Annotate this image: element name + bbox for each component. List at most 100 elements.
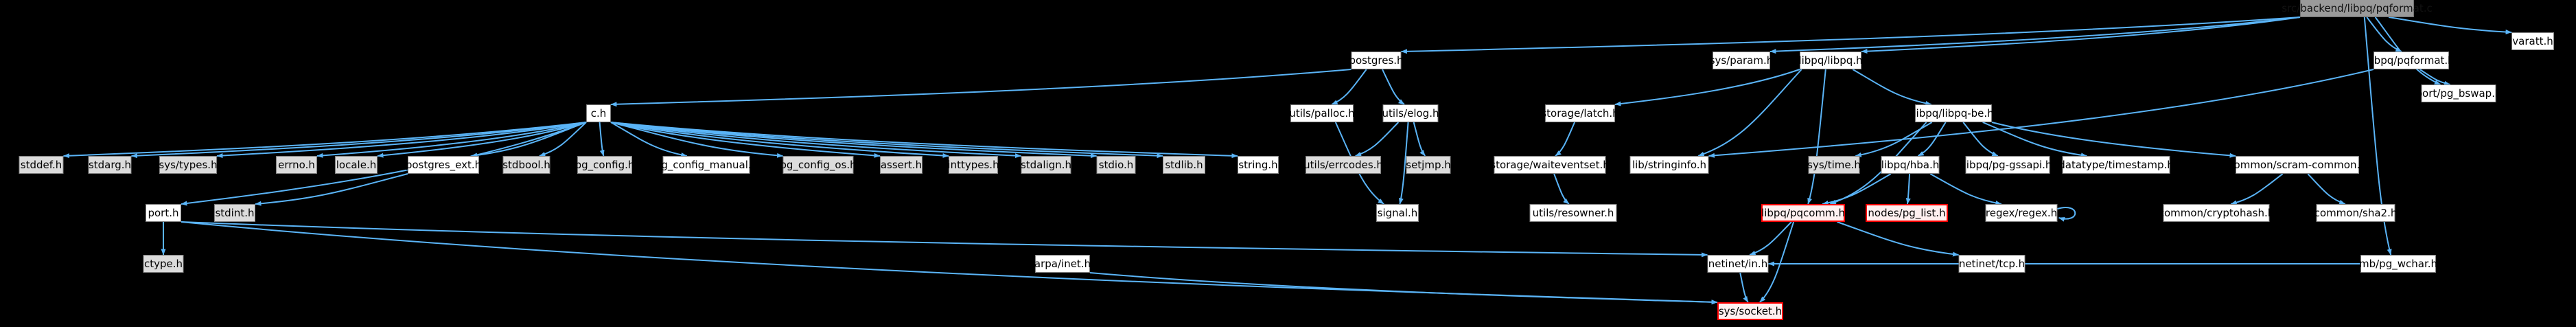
graph-edge xyxy=(610,122,949,158)
graph-node-nodes-pg-list-h[interactable]: nodes/pg_list.h xyxy=(1866,204,1948,222)
graph-edge xyxy=(2057,207,2076,222)
graph-node-stdalign-h[interactable]: stdalign.h xyxy=(1021,156,1071,174)
graph-node-libpq-libpq-h[interactable]: libpq/libpq.h xyxy=(1798,52,1863,69)
graph-edge xyxy=(2366,16,2402,52)
graph-node-root[interactable]: src/backend/libpq/pqformat.c xyxy=(2282,0,2433,17)
graph-edge xyxy=(1614,69,1800,106)
graph-edge xyxy=(1749,221,1792,256)
graph-node-utils-elog-h[interactable]: utils/elog.h xyxy=(1382,104,1439,122)
graph-node-label: stdlib.h xyxy=(1165,158,1203,171)
graph-edge xyxy=(1553,173,1570,205)
graph-node-label: common/sha2.h xyxy=(2314,206,2398,219)
graph-node-label: stdbool.h xyxy=(502,158,550,171)
graph-node-errno-h[interactable]: errno.h xyxy=(276,156,317,174)
graph-node-label: libpq/pqformat.h xyxy=(2368,54,2455,67)
graph-edge xyxy=(1962,122,1999,157)
graph-node-utils-palloc-h[interactable]: utils/palloc.h xyxy=(1289,104,1355,122)
graph-node-netinet-tcp-h[interactable]: netinet/tcp.h xyxy=(1958,255,2026,273)
graph-edge xyxy=(1855,122,1933,157)
graph-node-libpq-be-h[interactable]: libpq/libpq-be.h xyxy=(1913,104,1994,122)
graph-node-pg-config-manual-h[interactable]: pg_config_manual.h xyxy=(655,156,758,174)
graph-node-inttypes-h[interactable]: inttypes.h xyxy=(947,156,999,174)
graph-edge xyxy=(1398,122,1409,205)
graph-node-signal-h[interactable]: signal.h xyxy=(1376,204,1419,222)
graph-node-libpq-pg-gssapi-h[interactable]: libpq/pg-gssapi.h xyxy=(1964,156,2052,174)
graph-node-label: utils/resowner.h xyxy=(1532,206,1614,219)
graph-edge xyxy=(1708,69,2374,158)
graph-node-mb-pg-wchar-h[interactable]: mb/pg_wchar.h xyxy=(2359,255,2437,273)
graph-node-postgres-h[interactable]: postgres.h xyxy=(1349,52,1404,69)
graph-node-storage-latch-h[interactable]: storage/latch.h xyxy=(1541,104,1619,122)
graph-node-stdio-h[interactable]: stdio.h xyxy=(1096,156,1136,174)
graph-node-sys-param-h[interactable]: sys/param.h xyxy=(1710,52,1773,69)
graph-node-utils-resowner-h[interactable]: utils/resowner.h xyxy=(1529,204,1617,222)
graph-node-label: stdio.h xyxy=(1098,158,1134,171)
graph-node-ctype-h[interactable]: ctype.h xyxy=(143,255,184,273)
graph-node-stdint-h[interactable]: stdint.h xyxy=(214,204,255,222)
graph-node-label: libpq/hba.h xyxy=(1881,158,1940,171)
graph-edge xyxy=(1355,122,1400,157)
graph-node-regex-regex-h[interactable]: regex/regex.h xyxy=(1985,204,2058,222)
graph-node-port-h[interactable]: port.h xyxy=(146,204,181,222)
graph-node-label: src/backend/libpq/pqformat.c xyxy=(2282,1,2433,14)
graph-edge xyxy=(1089,272,1718,305)
graph-node-label: sys/param.h xyxy=(1709,54,1774,67)
graph-node-label: libpq/pg-gssapi.h xyxy=(1963,158,2052,171)
graph-node-stdbool-h[interactable]: stdbool.h xyxy=(502,156,550,174)
graph-node-setjmp-h[interactable]: setjmp.h xyxy=(1406,156,1451,174)
graph-edge xyxy=(1769,16,2301,54)
graph-node-postgres-ext-h[interactable]: postgres_ext.h xyxy=(406,156,481,174)
graph-node-label: datatype/timestamp.h xyxy=(2058,158,2174,171)
graph-node-arpa-inet-h[interactable]: arpa/inet.h xyxy=(1034,255,1091,273)
graph-node-label: pg_config.h xyxy=(575,158,635,171)
graph-edge xyxy=(1929,173,2002,205)
graph-node-label: pg_config_os.h xyxy=(780,158,857,171)
graph-node-varatt-h[interactable]: varatt.h xyxy=(2511,32,2554,50)
graph-edge xyxy=(1982,122,2087,158)
graph-edge xyxy=(1917,122,1947,157)
graph-edge xyxy=(181,221,1718,305)
graph-node-common-cryptohash-h[interactable]: common/cryptohash.h xyxy=(2159,204,2274,222)
graph-edge xyxy=(63,122,587,159)
graph-node-stdarg-h[interactable]: stdarg.h xyxy=(88,156,132,174)
graph-node-stddef-h[interactable]: stddef.h xyxy=(19,156,64,174)
graph-node-datatype-ts-h[interactable]: datatype/timestamp.h xyxy=(2058,156,2174,174)
graph-node-label: lib/stringinfo.h xyxy=(1632,158,1707,171)
graph-node-label: regex/regex.h xyxy=(1985,206,2058,219)
graph-node-netinet-in-h[interactable]: netinet/in.h xyxy=(1707,255,1769,273)
graph-edge xyxy=(1861,16,2301,54)
graph-edge xyxy=(131,122,587,159)
graph-node-label: varatt.h xyxy=(2512,34,2553,47)
graph-node-label: netinet/tcp.h xyxy=(1958,257,2026,270)
graph-node-assert-h[interactable]: assert.h xyxy=(880,156,923,174)
graph-node-pg-config-h[interactable]: pg_config.h xyxy=(575,156,634,174)
graph-node-label: port/pg_bswap.h xyxy=(2415,87,2502,100)
graph-node-label: libpq/libpq.h xyxy=(1798,54,1863,67)
graph-node-storage-wait-h[interactable]: storage/waiteventset.h xyxy=(1490,156,1610,174)
graph-node-libpq-pqcomm-h[interactable]: libpq/pqcomm.h xyxy=(1761,204,1845,222)
graph-edge xyxy=(2230,173,2284,205)
graph-node-libpq-hba-h[interactable]: libpq/hba.h xyxy=(1881,156,1940,174)
graph-node-utils-errcodes-h[interactable]: utils/errcodes.h xyxy=(1303,156,1383,174)
graph-node-lib-stringinfo-h[interactable]: lib/stringinfo.h xyxy=(1629,156,1709,174)
graph-node-common-sha2-h[interactable]: common/sha2.h xyxy=(2314,204,2397,222)
graph-node-port-pg-bswap-h[interactable]: port/pg_bswap.h xyxy=(2416,84,2501,102)
graph-node-locale-h[interactable]: locale.h xyxy=(335,156,378,174)
graph-node-stdlib-h[interactable]: stdlib.h xyxy=(1163,156,1205,174)
graph-edge xyxy=(1852,69,1932,106)
graph-node-label: c.h xyxy=(590,106,607,120)
graph-node-common-scram-h[interactable]: common/scram-common.h xyxy=(2228,156,2367,174)
graph-node-label: errno.h xyxy=(278,158,315,171)
graph-node-sys-socket-h[interactable]: sys/socket.h xyxy=(1717,302,1783,320)
graph-node-sys-types-h[interactable]: sys/types.h xyxy=(159,156,218,174)
graph-node-label: netinet/in.h xyxy=(1708,257,1768,270)
graph-node-libpq-pqformat-h[interactable]: libpq/pqformat.h xyxy=(2368,52,2455,69)
graph-node-pg-config-os-h[interactable]: pg_config_os.h xyxy=(780,156,857,174)
graph-node-label: arpa/inet.h xyxy=(1034,257,1091,270)
graph-node-sys-time-h[interactable]: sys/time.h xyxy=(1807,156,1861,174)
graph-edge xyxy=(1382,69,1405,105)
graph-node-string-h[interactable]: string.h xyxy=(1238,156,1279,174)
graph-node-c-h[interactable]: c.h xyxy=(586,104,611,122)
graph-node-label: sys/types.h xyxy=(159,158,218,171)
